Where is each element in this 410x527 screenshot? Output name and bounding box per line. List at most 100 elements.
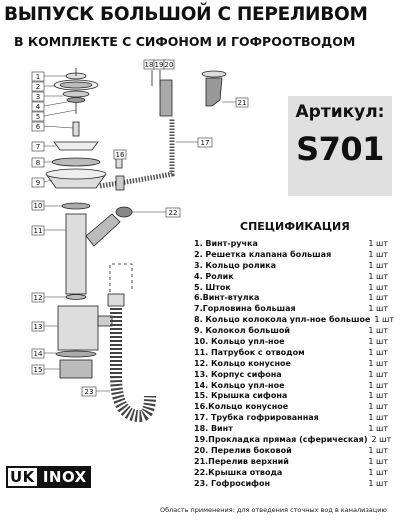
svg-text:23: 23 bbox=[85, 388, 94, 396]
corrugated-tube-part bbox=[99, 118, 175, 189]
cone-ring-12-part bbox=[65, 294, 87, 300]
footer-note: Область применения: для отведения сточны… bbox=[160, 506, 387, 514]
spec-item-qty: 1 шт bbox=[368, 337, 388, 347]
spec-item-qty: 1 шт bbox=[368, 369, 388, 379]
spec-item-qty: 1 шт bbox=[368, 456, 388, 466]
spec-item-name: 11. Патрубок с отводом bbox=[194, 347, 305, 357]
spec-item-qty: 1 шт bbox=[368, 445, 388, 455]
svg-text:21: 21 bbox=[238, 99, 247, 107]
svg-text:14: 14 bbox=[34, 350, 43, 358]
callout-11: 11 bbox=[31, 225, 66, 236]
spec-item-qty: 1 шт bbox=[368, 271, 388, 281]
spec-item-name: 5. Шток bbox=[194, 282, 231, 292]
brand-logo: UK INOX bbox=[6, 466, 91, 488]
spec-item-qty: 1 шт bbox=[374, 315, 395, 325]
spec-row: 19.Прокладка прямая (сферическая)2 шт bbox=[194, 435, 392, 446]
spec-item-qty: 1 шт bbox=[368, 249, 388, 259]
callout-2: 2 bbox=[31, 81, 56, 92]
roller-ring-part bbox=[62, 90, 90, 98]
article-label: Артикул: bbox=[295, 102, 385, 122]
top-overflow-part bbox=[201, 70, 227, 107]
svg-text:7: 7 bbox=[36, 143, 40, 151]
page-title: ВЫПУСК БОЛЬШОЙ С ПЕРЕЛИВОМ bbox=[4, 4, 368, 25]
spec-item-name: 17. Трубка гофрированная bbox=[194, 413, 319, 423]
spec-item-name: 19.Прокладка прямая (сферическая) bbox=[194, 435, 368, 445]
brand-logo-part2: INOX bbox=[38, 466, 91, 488]
spec-item-name: 4. Ролик bbox=[194, 271, 234, 281]
spec-item-qty: 1 шт bbox=[368, 260, 388, 270]
spec-item-name: 7.Горловина большая bbox=[194, 304, 296, 314]
spec-item-name: 9. Колокол большой bbox=[194, 326, 290, 336]
spec-item-name: 1. Винт-ручка bbox=[194, 239, 258, 248]
roller-part bbox=[66, 97, 86, 103]
screw-sleeve-part bbox=[72, 121, 80, 137]
spec-item-name: 22.Крышка отвода bbox=[194, 467, 283, 477]
siphon-body-part bbox=[57, 305, 113, 351]
branch-cap-part bbox=[115, 206, 133, 218]
callout-20: 20 bbox=[163, 59, 175, 70]
svg-text:15: 15 bbox=[34, 366, 43, 374]
svg-text:11: 11 bbox=[34, 227, 43, 235]
page-subtitle: В КОМПЛЕКТЕ С СИФОНОМ И ГОФРООТВОДОМ bbox=[14, 34, 356, 49]
svg-text:20: 20 bbox=[165, 61, 174, 69]
spec-row: 11. Патрубок с отводом 1 шт bbox=[194, 348, 388, 359]
spec-item-name: 23. Гофросифон bbox=[194, 478, 271, 488]
svg-text:18: 18 bbox=[145, 61, 154, 69]
spec-item-name: 18. Винт bbox=[194, 424, 233, 434]
neck-part bbox=[53, 141, 99, 151]
callout-16: 16 bbox=[113, 149, 127, 160]
spec-item-qty: 1 шт bbox=[368, 293, 388, 303]
side-overflow-part bbox=[159, 79, 173, 117]
callout-18: 18 bbox=[143, 59, 155, 70]
callout-19: 19 bbox=[153, 59, 165, 70]
spec-item-name: 3. Кольцо ролика bbox=[194, 260, 277, 270]
callout-13: 13 bbox=[31, 321, 58, 332]
callout-7: 7 bbox=[31, 141, 56, 152]
callout-23: 23 bbox=[81, 386, 110, 397]
callout-4: 4 bbox=[31, 101, 68, 112]
callout-6: 6 bbox=[31, 121, 74, 132]
svg-text:1: 1 bbox=[36, 73, 40, 81]
spec-item-qty: 1 шт bbox=[368, 326, 388, 336]
exploded-diagram: 1 2 3 4 5 6 7 8 9 10 11 12 13 14 15 16 1… bbox=[31, 59, 249, 423]
spec-item-qty: 1 шт bbox=[368, 402, 388, 412]
svg-text:22: 22 bbox=[169, 209, 178, 217]
spec-row: 9. Колокол большой 1 шт bbox=[194, 326, 388, 337]
siphon-cap-part bbox=[59, 359, 93, 379]
spec-item-name: 13. Корпус сифона bbox=[194, 369, 282, 379]
callout-22: 22 bbox=[132, 207, 181, 218]
svg-text:17: 17 bbox=[201, 139, 210, 147]
spec-item-name: 8. Кольцо колокола упл-ное большое bbox=[194, 315, 371, 325]
spec-item-name: 16.Кольцо конусное bbox=[194, 402, 289, 412]
callout-5: 5 bbox=[31, 109, 77, 122]
spec-item-qty: 1 шт bbox=[368, 282, 388, 292]
callout-12: 12 bbox=[31, 292, 66, 303]
svg-text:19: 19 bbox=[155, 61, 164, 69]
svg-text:13: 13 bbox=[34, 323, 43, 331]
spec-item-qty: 2 шт bbox=[371, 435, 392, 445]
callout-10: 10 bbox=[31, 200, 62, 211]
svg-text:8: 8 bbox=[36, 159, 40, 167]
bell-ring-part bbox=[51, 157, 101, 167]
pipe-with-branch-part bbox=[65, 213, 121, 295]
spec-row: 5. Шток 1 шт bbox=[194, 283, 388, 294]
svg-text:3: 3 bbox=[36, 93, 40, 101]
callout-1: 1 bbox=[31, 71, 66, 82]
article-box: Артикул: S701 bbox=[288, 96, 392, 196]
svg-text:4: 4 bbox=[36, 103, 41, 111]
sealing-ring-14-part bbox=[55, 350, 97, 358]
spec-item-qty: 1 шт bbox=[368, 347, 388, 357]
callout-3: 3 bbox=[31, 91, 63, 102]
